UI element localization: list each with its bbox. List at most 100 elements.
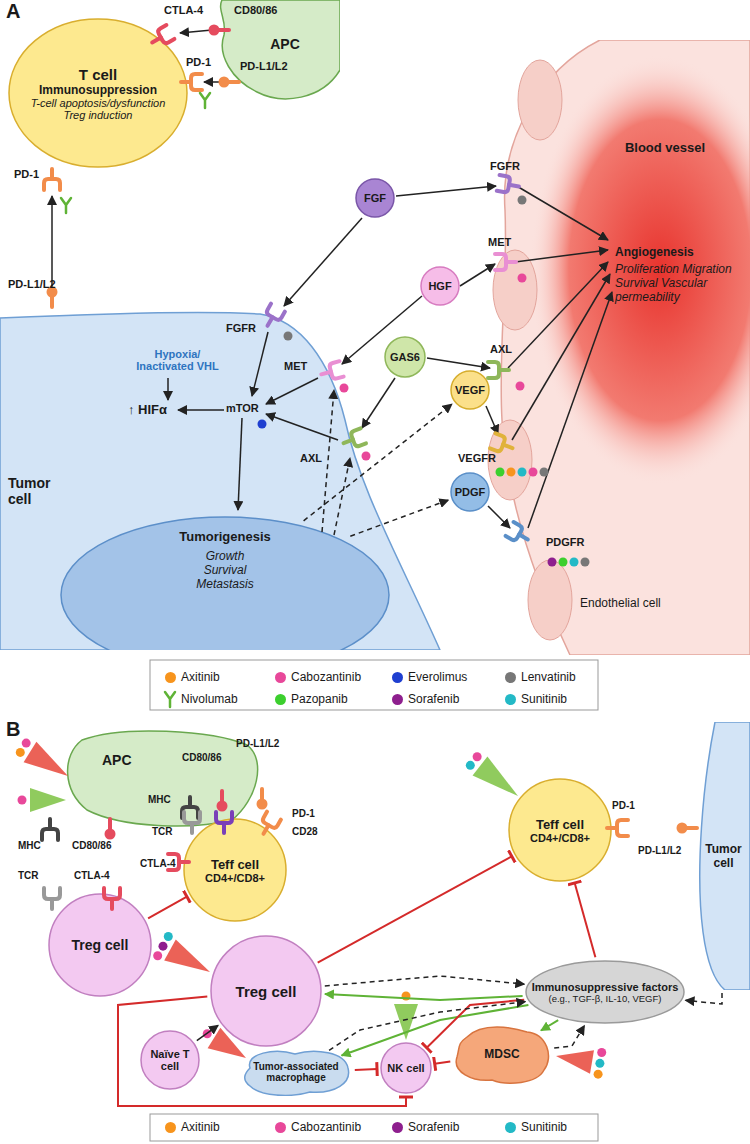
- macrophage: Tumor-associated macrophage: [240, 1048, 352, 1096]
- cell-text: Tumor-associated macrophage: [246, 1061, 346, 1083]
- legend-swatch: [165, 1122, 176, 1133]
- receptor: [184, 812, 200, 833]
- drug-dot: [548, 558, 557, 567]
- cell-text: Teff cell: [211, 857, 259, 872]
- antibody: [61, 198, 71, 213]
- label: VEGFR: [458, 452, 496, 464]
- drug-dot: [18, 796, 27, 805]
- drug-dot: [473, 752, 482, 761]
- cell-text: Angiogenesis: [615, 245, 725, 259]
- activation-connector: [325, 976, 525, 986]
- drug-dot: [362, 452, 371, 461]
- label: PD-L1/L2: [8, 278, 56, 290]
- drug-dot: [529, 468, 538, 477]
- treg-cell: Treg cell: [48, 893, 152, 997]
- label: FGFR: [490, 160, 520, 172]
- inhibition-connector: [435, 1062, 451, 1064]
- legend-text: Sorafenib: [408, 692, 459, 706]
- cell-text: Immunosuppression: [39, 83, 157, 97]
- activation-connector: [350, 500, 448, 536]
- cell-text: Growth Survival Metastasis: [186, 549, 264, 591]
- legend-text: Nivolumab: [181, 692, 238, 706]
- activation-connector: [342, 1005, 529, 1056]
- cell-text: CD4+/CD8+: [530, 832, 590, 844]
- label: MET: [488, 236, 511, 248]
- activation-connector: [686, 993, 723, 1004]
- activation-connector: [197, 1025, 218, 1040]
- cell-text: NK cell: [387, 1062, 424, 1074]
- ligand-receptor: [217, 791, 228, 812]
- receptor: [506, 522, 532, 546]
- activation-connector: [304, 404, 452, 521]
- nk-cell: NK cell: [380, 1042, 432, 1094]
- cell-text: T-cell apoptosis/dysfunction: [31, 97, 166, 109]
- drug-dot: [518, 274, 527, 283]
- label: PD-1: [612, 800, 635, 811]
- label: MET: [284, 360, 307, 372]
- label: ↑ HIFα: [128, 402, 167, 417]
- receptor: [341, 428, 366, 450]
- legend-text: Sorafenib: [408, 1120, 459, 1134]
- receptor: [488, 362, 509, 378]
- label: PD-1: [292, 808, 315, 819]
- ligand-receptor: [219, 77, 240, 88]
- legend-text: Lenvatinib: [521, 670, 576, 684]
- cell-text: FGF: [364, 192, 386, 204]
- ligand-receptor: [257, 789, 268, 810]
- receptor: [257, 812, 281, 838]
- nucleus: TumorigenesisGrowth Survival Metastasis: [60, 515, 390, 650]
- tumor-cell: Tumor cellTumorigenesisGrowth Survival M…: [0, 300, 450, 650]
- receptor: [495, 254, 516, 270]
- receptor: [148, 25, 174, 49]
- cell-text: Tumor cell: [703, 842, 744, 870]
- legend-text: Everolimus: [408, 670, 467, 684]
- drug-dot: [518, 196, 527, 205]
- drug-dot: [158, 942, 167, 951]
- label: PD-L1/L2: [638, 845, 681, 856]
- legend-text: Axitinib: [181, 670, 220, 684]
- ligand: FGF: [355, 178, 395, 218]
- drug-dot: [284, 332, 293, 341]
- label: PD-L1/L2: [240, 60, 288, 72]
- legend-text: Sunitinib: [521, 692, 567, 706]
- label: TCR: [18, 870, 39, 881]
- treg-cell: Treg cell: [210, 935, 322, 1047]
- drug-dot: [559, 558, 568, 567]
- factor-ellipse: Immunosuppressive factors(e.g., TGF-β, I…: [525, 960, 685, 1024]
- drug-dot: [594, 1070, 603, 1079]
- blood-vessel: Blood vesselAngiogenesisProliferation Mi…: [470, 40, 750, 655]
- drug-dot: [507, 468, 516, 477]
- cell-text: Treg cell: [72, 937, 129, 953]
- drug-dot: [258, 420, 267, 429]
- receptor: [497, 175, 520, 194]
- cell-text: T cell: [79, 66, 117, 83]
- drug-dot: [597, 1048, 606, 1057]
- inhibition-connector: [318, 856, 512, 962]
- label: CTLA-4: [74, 870, 110, 881]
- drug-dot: [340, 384, 349, 393]
- cell-text: PDGF: [455, 486, 486, 498]
- receptor: [216, 812, 232, 833]
- label: CTLA-4: [164, 4, 203, 16]
- drug-effect-arrow: [164, 939, 210, 972]
- receptor: [104, 888, 120, 909]
- legend-box: [150, 1114, 598, 1141]
- legend-swatch: [392, 672, 403, 683]
- label: mTOR: [226, 402, 259, 414]
- label: Hypoxia/ Inactivated VHL: [130, 348, 225, 372]
- label: PDGFR: [546, 536, 585, 548]
- legend-swatch: [505, 694, 516, 705]
- receptor: [44, 169, 60, 190]
- receptor: [261, 304, 285, 330]
- drug-effect-arrow: [24, 742, 68, 776]
- drug-dot: [16, 748, 25, 757]
- cell-text: VEGF: [455, 384, 485, 396]
- ligand: HGF: [420, 266, 460, 306]
- cell-text: Endothelial cell: [580, 596, 710, 610]
- cell-text: GAS6: [390, 351, 420, 363]
- legend-swatch: [165, 672, 176, 683]
- legend-swatch: [505, 1122, 516, 1133]
- dashed-arrows: [322, 390, 350, 535]
